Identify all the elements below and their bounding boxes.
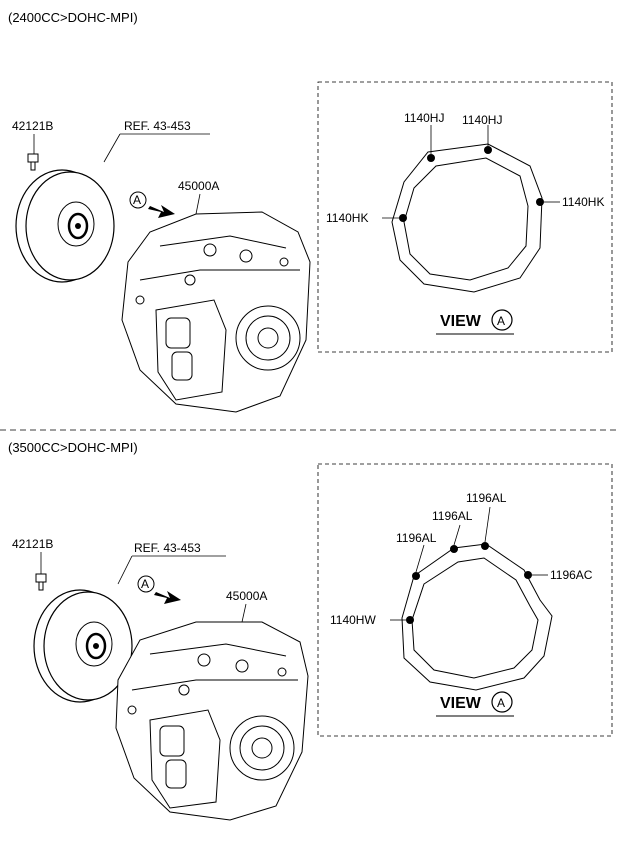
converter-ref-label: REF. 43-453 — [134, 541, 201, 555]
converter-bolt-label: 42121B — [12, 537, 53, 551]
arrow-marker-a: A — [141, 577, 149, 591]
arrow-marker-a: A — [133, 193, 141, 207]
view-callout-3: 1196AL — [466, 491, 507, 505]
view-callout-2: 1140HJ — [462, 113, 502, 127]
view-a-box — [317, 463, 613, 737]
view-callout-2: 1196AL — [432, 509, 473, 523]
transmission-label: 45000A — [178, 179, 219, 193]
view-callout-4: 1196AC — [550, 568, 593, 582]
view-callout-4: 1140HK — [562, 195, 604, 209]
section-3500: 42121B REF. 43-453 A 45000A — [12, 463, 613, 821]
bolt-icon — [35, 573, 47, 591]
transmission-icon — [115, 621, 309, 821]
bellhousing-gasket-icon — [391, 143, 543, 293]
view-a-box — [317, 81, 613, 353]
bolt-icon — [27, 153, 39, 171]
converter-bolt-label: 42121B — [12, 119, 53, 133]
section-title-2400: (2400CC>DOHC-MPI) — [8, 10, 138, 25]
torque-converter-icon — [15, 169, 115, 283]
transmission-label: 45000A — [226, 589, 267, 603]
bellhousing-gasket-icon — [401, 543, 553, 691]
section-title-3500: (3500CC>DOHC-MPI) — [8, 440, 138, 455]
view-title: VIEW — [440, 313, 482, 330]
transmission-icon — [121, 211, 311, 413]
view-marker: A — [497, 696, 505, 710]
torque-converter-icon — [33, 589, 133, 703]
view-callout-3: 1140HK — [326, 211, 368, 225]
section-2400: 42121B REF. 43-453 A 45000A — [12, 81, 613, 413]
converter-ref-label: REF. 43-453 — [124, 119, 191, 133]
view-title: VIEW — [440, 695, 482, 712]
view-callout-1: 1140HJ — [404, 111, 444, 125]
view-callout-5: 1140HW — [330, 613, 376, 627]
view-marker: A — [497, 314, 505, 328]
view-callout-1: 1196AL — [396, 531, 437, 545]
